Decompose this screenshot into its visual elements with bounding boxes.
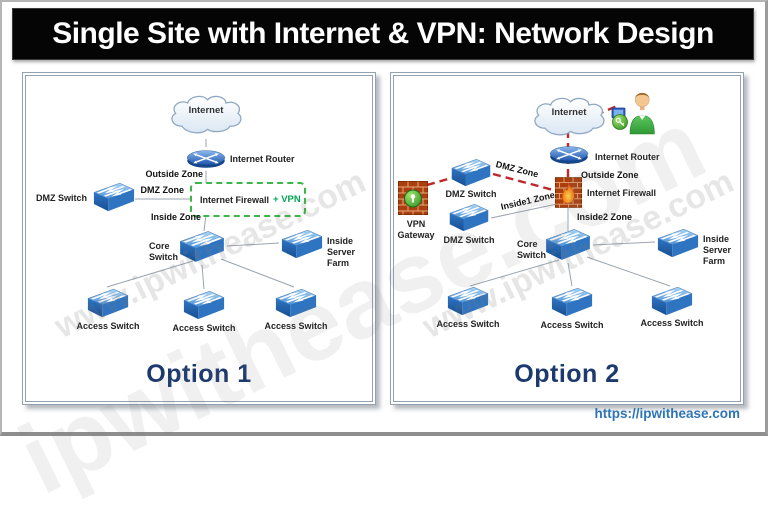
remote-vpn-user-icon	[611, 89, 659, 135]
option2-panel: Internet Internet Router Outside Zone In…	[390, 72, 744, 405]
server-farm-label: Inside Server Farm	[703, 234, 732, 266]
internet-router-label: Internet Router	[595, 152, 660, 162]
option1-caption: Option 1	[146, 360, 252, 388]
firewall-icon	[555, 177, 582, 208]
core-switch-label: Core Switch	[517, 239, 547, 260]
access-switch-label: Access Switch	[640, 318, 704, 328]
internet-router-icon	[186, 147, 226, 171]
vpn-gateway-label: VPN Gateway	[397, 219, 435, 240]
access-switch-label: Access Switch	[540, 320, 604, 330]
option1-panel: Internet Internet Router Outside Zone DM…	[22, 72, 376, 405]
server-farm-switch-icon	[279, 228, 325, 261]
zone-label-inside: Inside Zone	[150, 212, 201, 222]
server-farm-label: Inside Server Farm	[327, 236, 356, 268]
footer-site-link[interactable]: https://ipwithease.com	[594, 406, 740, 421]
dmz-switch-label: DMZ Switch	[443, 235, 495, 245]
internet-firewall-label: Internet Firewall	[587, 188, 657, 198]
title-banner: Single Site with Internet & VPN: Network…	[12, 8, 754, 60]
vpn-gateway-icon	[398, 180, 428, 216]
zone-label-outside: Outside Zone	[581, 170, 639, 180]
zone-label-outside: Outside Zone	[145, 169, 203, 179]
zone-label-dmz: DMZ Zone	[140, 185, 185, 195]
access-switch-icon	[445, 285, 491, 318]
zone-label-inside2: Inside2 Zone	[577, 212, 633, 222]
dmz-switch-icon	[449, 157, 493, 189]
access-switch-label: Access Switch	[172, 323, 236, 333]
dmz-switch-label: DMZ Switch	[445, 189, 497, 199]
firewall-vpn-group: Internet Firewall + VPN	[190, 182, 306, 217]
dmz-switch-label: DMZ Switch	[36, 193, 87, 203]
server-farm-switch-icon	[655, 227, 701, 260]
core-switch-label: Core Switch	[149, 241, 179, 262]
internet-cloud-label: Internet	[551, 107, 587, 118]
access-switch-icon	[273, 287, 319, 320]
access-switch-icon	[181, 289, 227, 322]
page-title: Single Site with Internet & VPN: Network…	[52, 17, 714, 50]
option1-connector-lines	[106, 139, 295, 290]
access-switch-label: Access Switch	[436, 319, 500, 329]
internet-router-label: Internet Router	[230, 154, 295, 164]
internet-router-icon	[549, 143, 589, 167]
internet-cloud-label: Internet	[188, 105, 224, 116]
option2-caption: Option 2	[514, 360, 620, 388]
access-switch-label: Access Switch	[76, 321, 140, 331]
vpn-tag-label: + VPN	[273, 194, 301, 205]
access-switch-icon	[649, 285, 695, 318]
access-switch-icon	[549, 286, 595, 319]
access-switch-icon	[85, 287, 131, 320]
internet-firewall-label: Internet Firewall	[200, 194, 270, 205]
access-switch-label: Access Switch	[264, 321, 328, 331]
dmz-switch-icon	[447, 202, 491, 234]
